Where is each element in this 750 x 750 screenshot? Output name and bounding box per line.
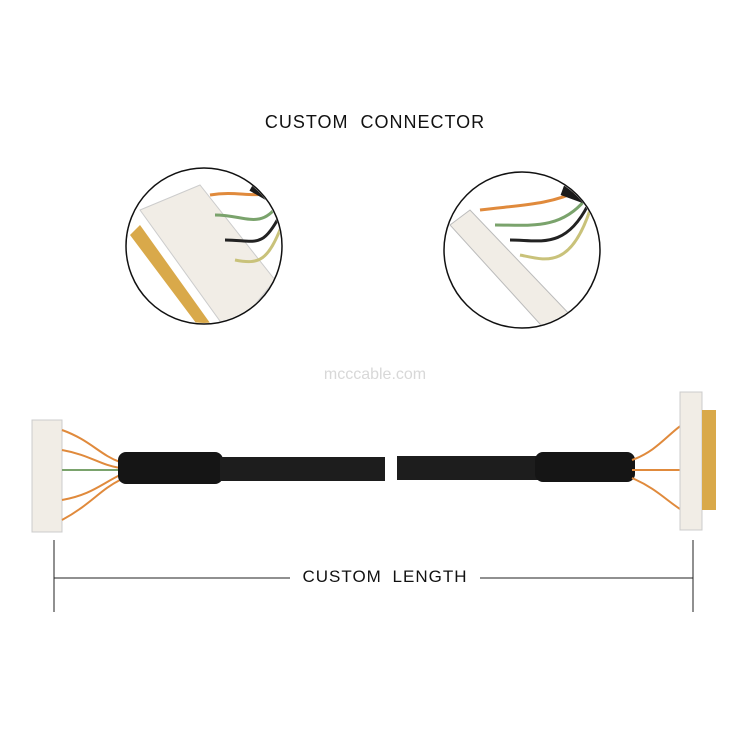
cable-assembly [31, 391, 716, 533]
left-connector-closeup [125, 167, 283, 325]
right-connector-closeup [443, 171, 601, 329]
watermark: mcccable.com [323, 366, 427, 383]
page-title: CUSTOM CONNECTOR [264, 112, 486, 132]
length-label: CUSTOM LENGTH [290, 567, 480, 587]
